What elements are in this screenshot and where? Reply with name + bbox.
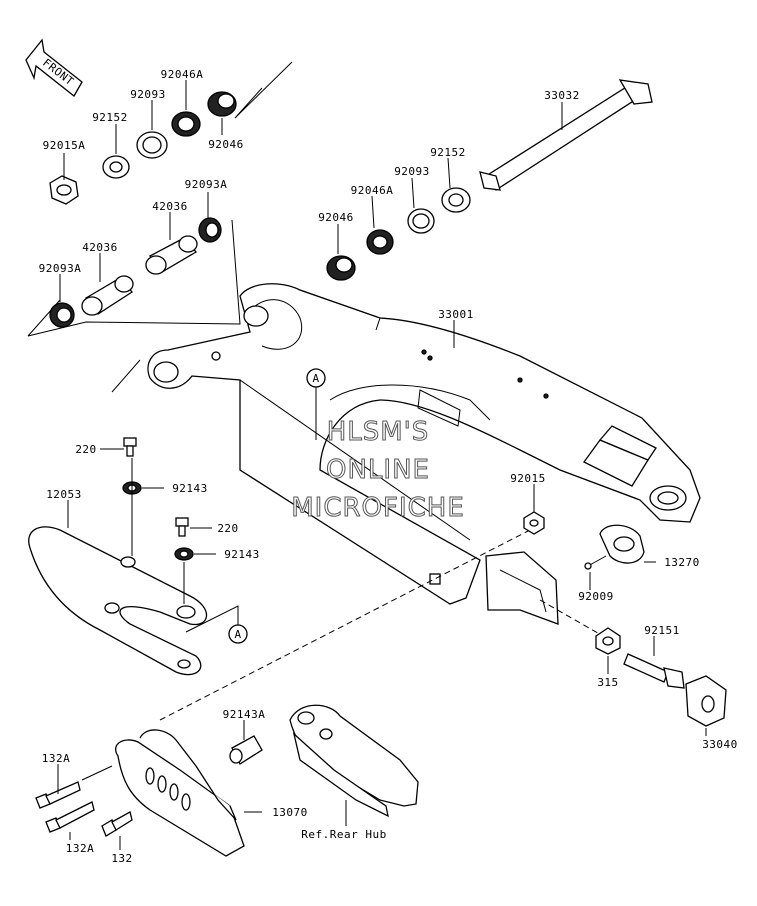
- svg-text:A: A: [312, 372, 319, 385]
- label-33040: 33040: [702, 738, 738, 751]
- part-92152-right[interactable]: [441, 187, 471, 213]
- label-315: 315: [597, 676, 618, 689]
- front-arrow-icon: FRONT: [25, 38, 83, 97]
- label-132: 132: [111, 852, 132, 865]
- label-92015A: 92015A: [43, 139, 86, 152]
- watermark: HLSM'S ONLINE MICROFICHE: [291, 417, 465, 524]
- part-92143A[interactable]: [229, 735, 263, 765]
- label-12053: 12053: [46, 488, 82, 501]
- part-33040[interactable]: [685, 675, 727, 727]
- part-42036-a[interactable]: [145, 235, 198, 275]
- label-92093-right: 92093: [394, 165, 430, 178]
- watermark-line-3: MICROFICHE: [291, 493, 465, 523]
- callout-a-bottom: A: [228, 624, 248, 644]
- part-92046-right[interactable]: [326, 255, 356, 281]
- part-132[interactable]: [101, 811, 133, 837]
- label-92143A: 92143A: [223, 708, 266, 721]
- part-92152-top[interactable]: [102, 155, 130, 179]
- label-92046A-right: 92046A: [351, 184, 394, 197]
- label-92143-a: 92143: [172, 482, 208, 495]
- label-92152-right: 92152: [430, 146, 466, 159]
- callout-a-top: A: [306, 368, 326, 440]
- part-92015[interactable]: [523, 511, 545, 535]
- label-42036-a: 42036: [152, 200, 188, 213]
- label-92046A-top: 92046A: [161, 68, 204, 81]
- part-92009[interactable]: [584, 555, 607, 570]
- part-92046-top[interactable]: [207, 91, 237, 117]
- label-92143-b: 92143: [224, 548, 260, 561]
- label-ref-rear-hub: Ref.Rear Hub: [301, 828, 386, 841]
- label-220-a: 220: [75, 443, 96, 456]
- part-12053-chain-guide[interactable]: [28, 526, 208, 676]
- part-13070[interactable]: [115, 729, 245, 857]
- leader-lines: [57, 80, 707, 850]
- label-92151: 92151: [644, 624, 680, 637]
- watermark-line-2: ONLINE: [326, 455, 430, 485]
- part-92093-right[interactable]: [407, 208, 435, 234]
- label-92009: 92009: [578, 590, 614, 603]
- label-220-b: 220: [217, 522, 238, 535]
- part-92143-b[interactable]: [174, 547, 194, 561]
- part-220-a[interactable]: [123, 437, 137, 457]
- label-92015: 92015: [510, 472, 546, 485]
- label-132A-b: 132A: [66, 842, 95, 855]
- label-33032: 33032: [544, 89, 580, 102]
- part-92046A-right[interactable]: [366, 229, 394, 255]
- part-315[interactable]: [595, 627, 621, 655]
- label-92093A-left: 92093A: [39, 262, 82, 275]
- part-132A-b[interactable]: [45, 801, 95, 833]
- label-92046-top: 92046: [208, 138, 244, 151]
- part-132A-a[interactable]: [35, 781, 81, 809]
- part-33001-swingarm[interactable]: [147, 283, 701, 625]
- part-33032[interactable]: [479, 79, 653, 191]
- label-92046-right: 92046: [318, 211, 354, 224]
- label-33001: 33001: [438, 308, 474, 321]
- label-92152-top: 92152: [92, 111, 128, 124]
- watermark-line-1: HLSM'S: [327, 417, 430, 447]
- part-ref-rear-hub-guide[interactable]: [289, 704, 419, 818]
- svg-text:A: A: [234, 628, 241, 641]
- label-13070: 13070: [272, 806, 308, 819]
- part-92015A[interactable]: [49, 175, 79, 205]
- part-92046A-top[interactable]: [171, 111, 201, 137]
- part-92093-top[interactable]: [136, 131, 168, 159]
- label-92093-top: 92093: [130, 88, 166, 101]
- part-labels: 92046A 92093 92152 92046 92015A 92093A 4…: [39, 68, 738, 865]
- part-92093A-mid[interactable]: [198, 217, 222, 243]
- part-13270[interactable]: [599, 524, 645, 564]
- part-92151[interactable]: [623, 653, 685, 689]
- part-220-b[interactable]: [175, 517, 189, 537]
- label-42036-b: 42036: [82, 241, 118, 254]
- label-132A-a: 132A: [42, 752, 71, 765]
- label-13270: 13270: [664, 556, 700, 569]
- part-42036-b[interactable]: [81, 275, 134, 316]
- part-92093A-left[interactable]: [49, 302, 75, 328]
- label-92093A-mid: 92093A: [185, 178, 228, 191]
